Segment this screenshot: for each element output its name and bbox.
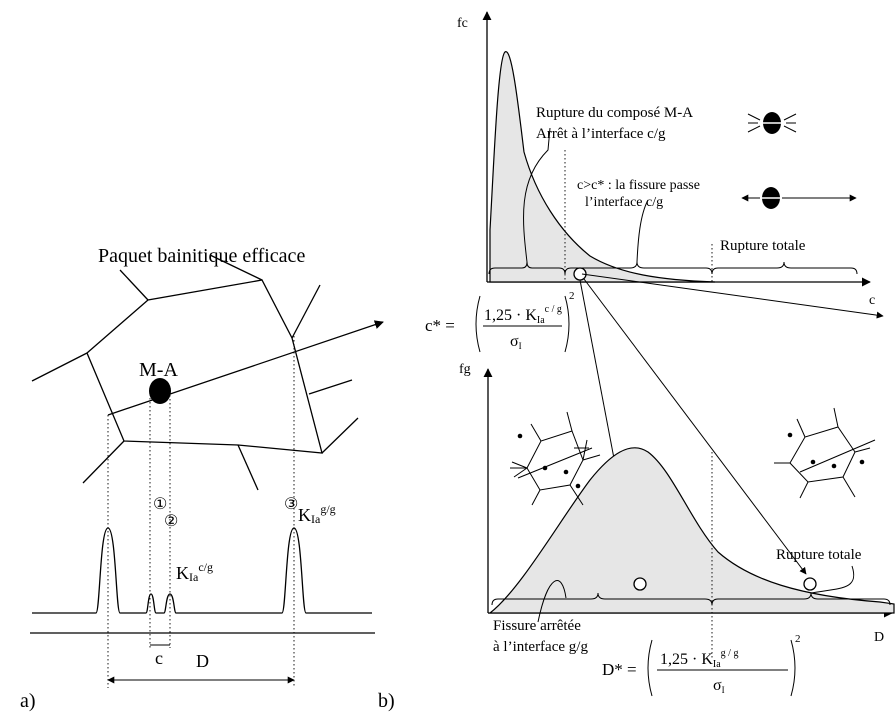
ma-particle bbox=[149, 378, 171, 404]
note-pass-line1: c>c* : la fissure passe bbox=[577, 178, 700, 193]
svg-text:2: 2 bbox=[569, 290, 575, 302]
top-rupture-totale: Rupture totale bbox=[720, 238, 806, 254]
panel-b-label: b) bbox=[378, 690, 395, 712]
bottom-x-label: D bbox=[874, 630, 884, 645]
c-label: c bbox=[155, 648, 163, 668]
cstar-formula: c* = 1,25 · KIac / g σI 2 bbox=[425, 290, 575, 353]
k-gg-label: KIag/g bbox=[298, 502, 336, 526]
svg-text:D* =: D* = bbox=[602, 660, 637, 679]
grain-boundaries bbox=[31, 254, 359, 491]
top-y-label: fc bbox=[457, 16, 468, 31]
projection-lines bbox=[107, 336, 295, 688]
leader-arret bbox=[537, 580, 567, 623]
svg-text:1,25 · KIac / g: 1,25 · KIac / g bbox=[484, 304, 562, 326]
note-rupture-line2: Arrêt à l’interface c/g bbox=[536, 126, 666, 142]
dstar-formula: D* = 1,25 · KIag / g σI 2 bbox=[602, 633, 801, 697]
crack-propagation-icon bbox=[741, 187, 857, 209]
marker-2: ② bbox=[164, 513, 178, 530]
svg-text:2: 2 bbox=[795, 633, 801, 645]
svg-text:σI: σI bbox=[713, 677, 725, 695]
leader-rupture bbox=[523, 127, 551, 263]
fc-distribution-curve bbox=[489, 51, 716, 283]
bainitic-packet-grain bbox=[86, 279, 323, 454]
bottom-rupture-totale: Rupture totale bbox=[776, 547, 862, 563]
note-rupture-line1: Rupture du composé M-A bbox=[536, 105, 693, 121]
note-arret-line1: Fissure arrêtée bbox=[493, 618, 581, 634]
grain-sketch-arrested bbox=[510, 411, 601, 506]
svg-text:1,25 · KIag / g: 1,25 · KIag / g bbox=[660, 648, 738, 670]
marker-1: ① bbox=[153, 496, 167, 513]
fg-distribution-curve bbox=[488, 447, 895, 614]
leader-pass bbox=[636, 199, 649, 263]
top-graph: fc c Rupture du composé M-A Arrêt à l’in… bbox=[457, 11, 875, 308]
particle-fracture-icon bbox=[747, 112, 797, 134]
svg-text:σI: σI bbox=[510, 333, 522, 351]
toughness-profile-curve bbox=[32, 527, 372, 614]
k-cg-label: KIac/g bbox=[176, 560, 213, 584]
panel-a: a) Paquet bainitique efficace M-A ① bbox=[20, 245, 384, 712]
grain-sketch-total bbox=[774, 407, 876, 499]
note-pass-line2: l’interface c/g bbox=[585, 195, 663, 210]
reference-circle-bottom-left bbox=[633, 577, 647, 591]
svg-text:c* =: c* = bbox=[425, 316, 455, 335]
top-x-label: c bbox=[869, 293, 875, 308]
bottom-graph: fg D Rupture totale Fissure arrêtée à l’… bbox=[459, 362, 895, 660]
ma-label: M-A bbox=[139, 359, 178, 381]
marker-3: ③ bbox=[284, 496, 298, 513]
bottom-y-label: fg bbox=[459, 362, 471, 377]
note-arret-line2: à l’interface g/g bbox=[493, 639, 588, 655]
d-label: D bbox=[196, 651, 209, 671]
leader-bottom-total bbox=[810, 565, 855, 594]
reference-circle-bottom-right bbox=[803, 577, 817, 591]
panel-a-title: Paquet bainitique efficace bbox=[98, 245, 305, 267]
panel-b: b) fc c Rupture du composé M-A Arrêt à l… bbox=[378, 11, 895, 712]
panel-a-label: a) bbox=[20, 690, 36, 712]
